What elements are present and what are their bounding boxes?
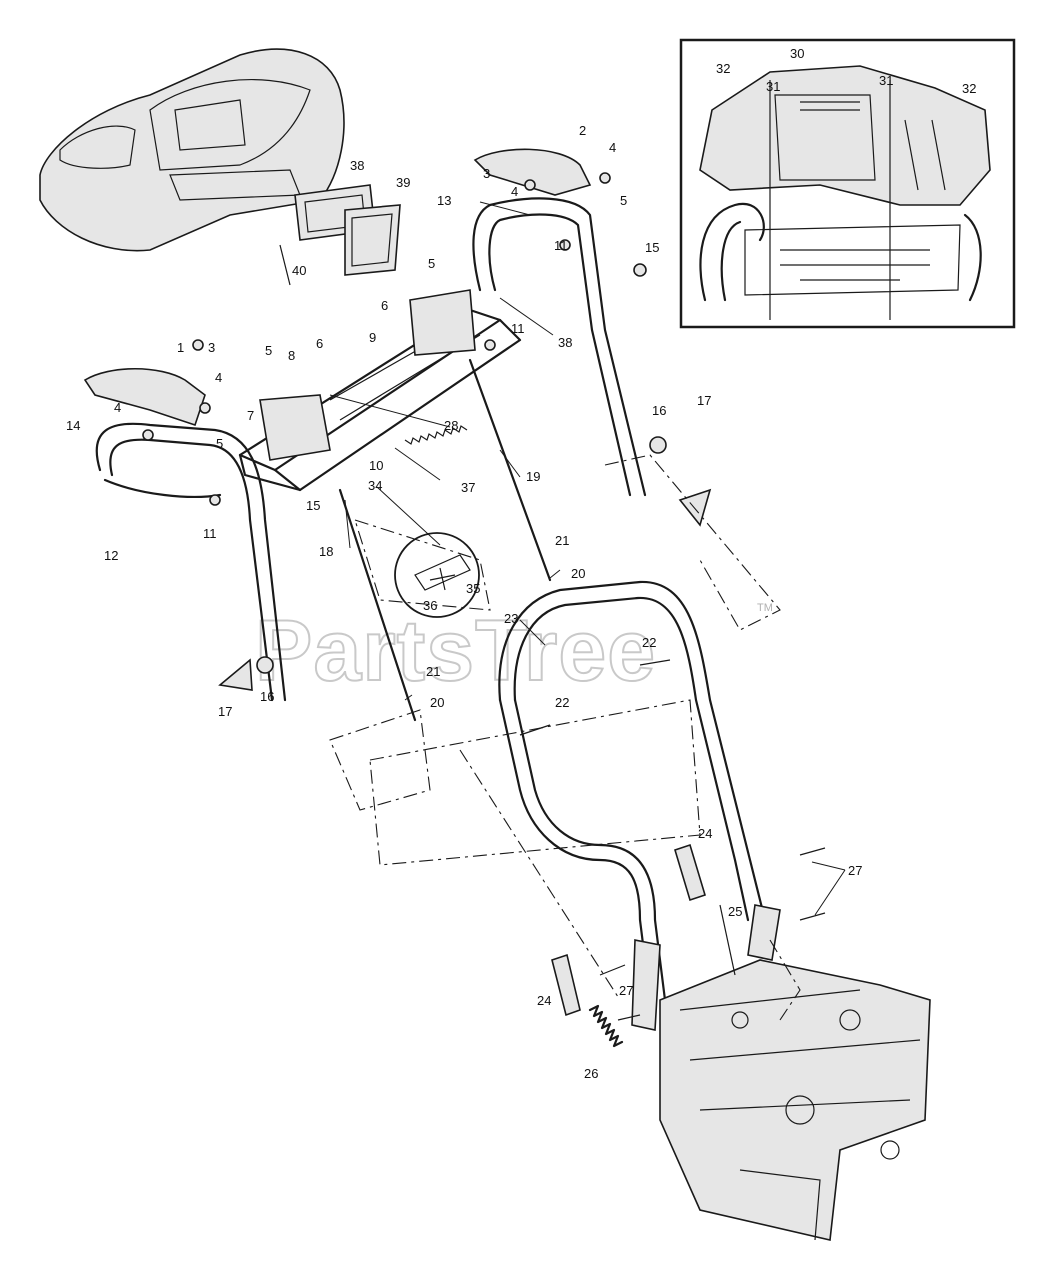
- callout-22: 22: [555, 695, 569, 710]
- callout-16: 16: [260, 689, 274, 704]
- springs: [404, 425, 736, 1048]
- callout-5: 5: [216, 436, 223, 451]
- callout-17: 17: [697, 393, 711, 408]
- callout-5: 5: [265, 343, 272, 358]
- callout-11: 11: [511, 321, 525, 336]
- callout-4: 4: [609, 140, 616, 155]
- callout-6: 6: [316, 336, 323, 351]
- callout-5: 5: [428, 256, 435, 271]
- callout-4: 4: [511, 184, 518, 199]
- callout-9: 9: [369, 330, 376, 345]
- leader-lines: [329, 201, 846, 916]
- callout-11: 11: [203, 526, 217, 541]
- callout-26: 26: [584, 1066, 598, 1081]
- callout-39: 39: [396, 175, 410, 190]
- callout-16: 16: [652, 403, 666, 418]
- right-upper-handle: [472, 148, 647, 497]
- callout-35: 36: [423, 598, 437, 613]
- callout-11: 11: [554, 238, 568, 253]
- callout-34: 35: [466, 581, 480, 596]
- watermark: PartsTree TM: [254, 602, 773, 700]
- callout-13: 13: [437, 193, 451, 208]
- callout-23: 23: [504, 611, 518, 626]
- callout-33: 34: [368, 478, 382, 493]
- callout-37: 37: [461, 480, 475, 495]
- light-assembly: [279, 184, 401, 286]
- callout-24: 24: [537, 993, 551, 1008]
- callout-28: 28: [444, 418, 458, 433]
- callout-18: 18: [319, 544, 333, 559]
- fasteners: [142, 172, 826, 1021]
- callout-12: 12: [104, 548, 118, 563]
- callout-20: 20: [430, 695, 444, 710]
- frame: [659, 959, 931, 1241]
- callout-15: 15: [645, 240, 659, 255]
- callout-21: 21: [555, 533, 569, 548]
- control-rods: [338, 358, 552, 722]
- callout-3: 3: [208, 340, 215, 355]
- callout-5: 5: [620, 193, 627, 208]
- callout-6: 6: [381, 298, 388, 313]
- left-upper-handle: [95, 422, 287, 702]
- watermark-text: PartsTree: [255, 603, 656, 699]
- callout-15: 15: [306, 498, 320, 513]
- callout-40: 40: [292, 263, 306, 278]
- callout-2: 2: [579, 123, 586, 138]
- control-panel: [83, 289, 522, 492]
- callout-19: 19: [526, 469, 540, 484]
- callout-20: 20: [571, 566, 585, 581]
- callout-36: 38: [558, 335, 572, 350]
- callout-17: 17: [218, 704, 232, 719]
- callout-30: 30: [790, 46, 804, 61]
- callout-1: 1: [177, 340, 184, 355]
- callout-14: 14: [66, 418, 80, 433]
- watermark-trademark: TM: [757, 602, 773, 614]
- callout-24: 24: [698, 826, 712, 841]
- detail-circle: [394, 532, 480, 618]
- callout-22: 22: [642, 635, 656, 650]
- callout-31: 31: [766, 79, 780, 94]
- callout-10: 10: [369, 458, 383, 473]
- callout-38: 38: [350, 158, 364, 173]
- callout-27: 27: [619, 983, 633, 998]
- callout-32: 32: [962, 81, 976, 96]
- callout-31: 31: [879, 73, 893, 88]
- callout-labels: 1 3 4 4 5 14 12 11 5 8 6 7 9 10 15 28 34…: [66, 46, 976, 1081]
- callout-4: 4: [114, 400, 121, 415]
- callout-25: 25: [728, 904, 742, 919]
- callout-8: 8: [288, 348, 295, 363]
- callout-21: 21: [426, 664, 440, 679]
- callout-7: 7: [247, 408, 254, 423]
- callout-32: 32: [716, 61, 730, 76]
- lower-handle: [498, 580, 781, 1031]
- callout-4: 4: [215, 370, 222, 385]
- dashed-outlines: [329, 454, 801, 1021]
- callout-27: 27: [848, 863, 862, 878]
- callout-3: 3: [483, 166, 490, 181]
- tubes: [551, 843, 706, 1017]
- inset-detail: [679, 38, 1016, 329]
- console: [39, 48, 345, 252]
